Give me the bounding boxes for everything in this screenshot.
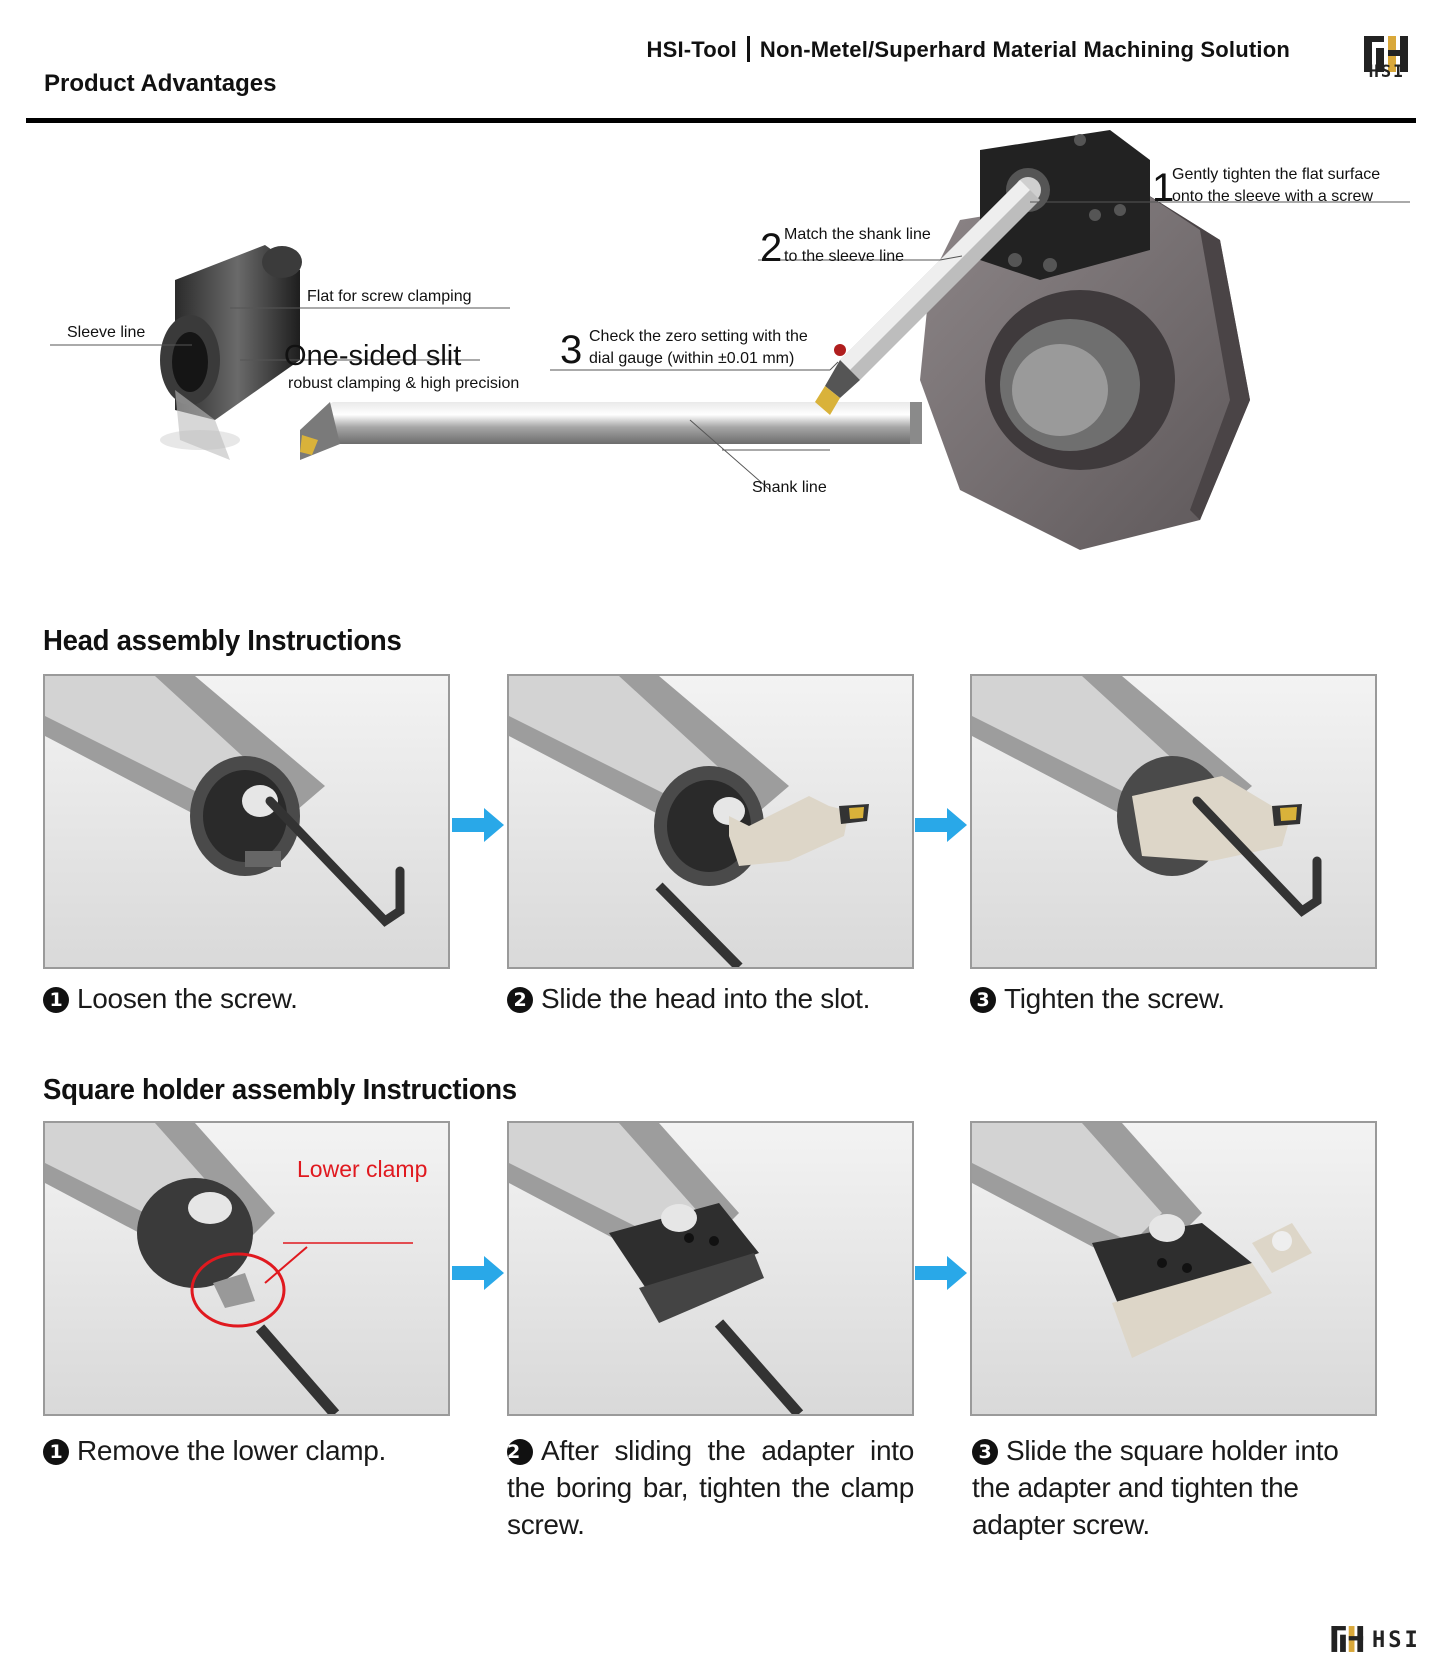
step2-number: 2 (760, 226, 783, 270)
square-step2-text: After sliding the adapter into the borin… (507, 1435, 914, 1540)
step-number-badge: 3 (970, 987, 996, 1013)
square-step1-text: Remove the lower clamp. (77, 1435, 387, 1466)
one-sided-slit-subtitle: robust clamping & high precision (288, 375, 520, 392)
hsi-logo-icon (1364, 36, 1408, 72)
sleeve-line-label: Sleeve line (67, 324, 146, 341)
step1-number: 1 (1152, 166, 1175, 210)
head-step3-caption: 3 Tighten the screw. (970, 980, 1380, 1017)
step-number-badge: 1 (43, 987, 69, 1013)
step-number-badge: 1 (43, 1439, 69, 1465)
head-step2-image (507, 674, 914, 969)
flat-clamp-label: Flat for screw clamping (307, 288, 472, 305)
head-assembly-title: Head assembly Instructions (43, 625, 402, 657)
head-step1-text: Loosen the screw. (77, 983, 298, 1014)
brand-separator (746, 36, 750, 62)
square-assembly-title: Square holder assembly Instructions (43, 1074, 517, 1106)
head-step1-image (43, 674, 450, 969)
footer-logo-icon (1331, 1626, 1364, 1652)
step-number-badge: 2 (507, 1439, 533, 1465)
leader-lines (50, 201, 1410, 491)
square-step1-caption: 1 Remove the lower clamp. (43, 1432, 453, 1469)
step3-number: 3 (560, 328, 583, 372)
arrow-right-icon (915, 808, 967, 842)
head-step2-caption: 2 Slide the head into the slot. (507, 980, 917, 1017)
boring-bar-image (300, 402, 922, 460)
brand-tagline: Non-Metel/Superhard Material Machining S… (759, 37, 1290, 62)
head-step3-image (970, 674, 1377, 969)
head-step2-text: Slide the head into the slot. (541, 983, 871, 1014)
installed-bar-image (815, 180, 1040, 415)
boring-bar-diagram (50, 130, 1410, 550)
arrow-right-icon (915, 1256, 967, 1290)
header-brand-line: HSI-Tool Non-Metel/Superhard Material Mac… (646, 36, 1290, 63)
step1-line2: onto the sleeve with a screw (1172, 188, 1373, 205)
footer-logo-text: HSI (1372, 1628, 1421, 1653)
step-number-badge: 2 (507, 987, 533, 1013)
tool-block-image (920, 130, 1250, 550)
arrow-right-icon (452, 808, 504, 842)
step-number-badge: 3 (972, 1439, 998, 1465)
shank-line-label: Shank line (752, 479, 827, 496)
page-title: Product Advantages (44, 70, 277, 97)
square-step3-text: Slide the square holder into the adapter… (972, 1435, 1339, 1540)
square-step1-image (43, 1121, 450, 1416)
square-step2-image (507, 1121, 914, 1416)
step2-line2: to the sleeve line (784, 248, 905, 265)
step1-line1: Gently tighten the flat surface (1172, 166, 1381, 183)
brand-name: HSI-Tool (646, 37, 737, 62)
arrow-right-icon (452, 1256, 504, 1290)
lower-clamp-label: Lower clamp (297, 1156, 428, 1182)
step2-line1: Match the shank line (784, 226, 931, 243)
head-step1-caption: 1 Loosen the screw. (43, 980, 453, 1017)
one-sided-slit-title: One-sided slit (284, 340, 462, 372)
sleeve-image (160, 245, 302, 460)
step3-line1: Check the zero setting with the (589, 328, 808, 345)
head-step3-text: Tighten the screw. (1004, 983, 1225, 1014)
header-rule (26, 118, 1416, 123)
square-step3-image (970, 1121, 1377, 1416)
logo-text: HSI (1368, 62, 1406, 82)
step3-line2: dial gauge (within ±0.01 mm) (589, 350, 795, 367)
